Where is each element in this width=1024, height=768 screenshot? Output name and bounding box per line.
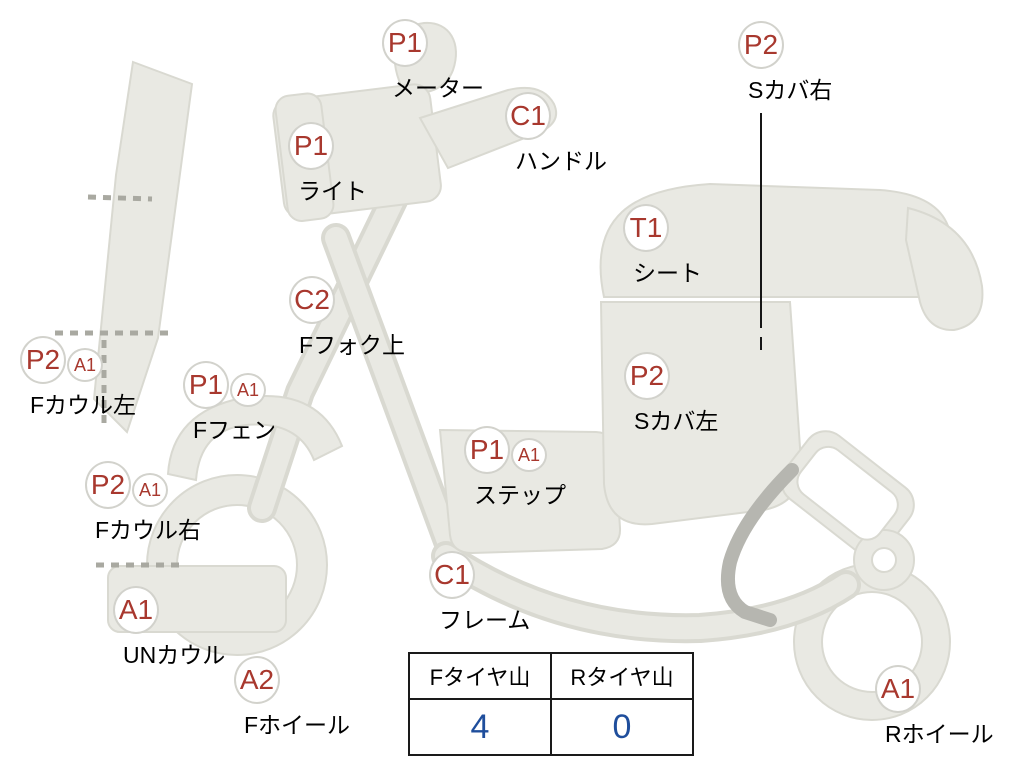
tire-tread-rear-value: 0 [550,698,694,756]
condition-code-badge: P1 [382,19,428,67]
marker-s-cover-right: P2 Sカバ右 [738,21,832,105]
condition-code-badge: C1 [429,551,475,599]
marker-rear-wheel: A1 Rホイール [875,665,994,749]
leader-line-s-cover-right [760,113,762,328]
condition-code-badge: T1 [623,204,669,252]
marker-front-cowl-right: P2 A1 Fカウル右 [85,461,201,545]
part-name-label: シート [633,260,702,286]
part-name-label: Fカウル右 [95,517,202,543]
condition-code-badge: C2 [289,276,335,324]
part-name-label: ライト [298,178,367,204]
condition-code-badge: P2 [85,461,131,509]
part-name-label: UNカウル [123,642,226,668]
part-name-label: Fフォク上 [299,332,406,358]
condition-code-badge: C1 [505,92,551,140]
part-name-label: ハンドル [515,148,607,174]
condition-code-badge-secondary: A1 [67,348,103,382]
condition-code-badge-secondary: A1 [511,438,547,472]
part-name-label: Rホイール [885,721,994,747]
condition-code-badge: A2 [234,656,280,704]
marker-step: P1 A1 ステップ [464,426,566,510]
condition-code-badge: P2 [624,352,670,400]
tire-tread-table: Fタイヤ山 Rタイヤ山 4 0 [408,652,694,756]
part-name-label: Sカバ右 [748,77,833,103]
tire-table-header-front: Fタイヤ山 [408,652,552,700]
leader-line-tick [760,337,762,350]
marker-under-cowl: A1 UNカウル [113,586,225,670]
marker-s-cover-left: P2 Sカバ左 [624,352,718,436]
marker-seat: T1 シート [623,204,702,288]
marker-headlight: P1 ライト [288,122,367,206]
marker-front-fork-upper: C2 Fフォク上 [289,276,405,360]
marker-front-fender: P1 A1 Fフェン [183,361,276,445]
tire-tread-front-value: 4 [408,698,552,756]
condition-code-badge: P2 [738,21,784,69]
marker-front-cowl-left: P2 A1 Fカウル左 [20,336,136,420]
marker-handlebar: C1 ハンドル [505,92,607,176]
part-name-label: Sカバ左 [634,408,719,434]
condition-code-badge: P2 [20,336,66,384]
part-name-label: ステップ [474,482,566,508]
part-name-label: Fフェン [193,417,277,443]
part-name-label: Fカウル左 [30,392,137,418]
part-name-label: Fホイール [244,712,351,738]
part-name-label: メーター [392,75,484,101]
condition-code-badge: P1 [183,361,229,409]
condition-code-badge-secondary: A1 [132,473,168,507]
condition-code-badge: A1 [113,586,159,634]
condition-code-badge: P1 [288,122,334,170]
condition-code-badge-secondary: A1 [230,373,266,407]
part-name-label: フレーム [439,607,531,633]
condition-code-badge: A1 [875,665,921,713]
marker-frame: C1 フレーム [429,551,530,635]
marker-front-wheel: A2 Fホイール [234,656,350,740]
tire-table-header-rear: Rタイヤ山 [550,652,694,700]
marker-meter: P1 メーター [382,19,484,103]
condition-code-badge: P1 [464,426,510,474]
